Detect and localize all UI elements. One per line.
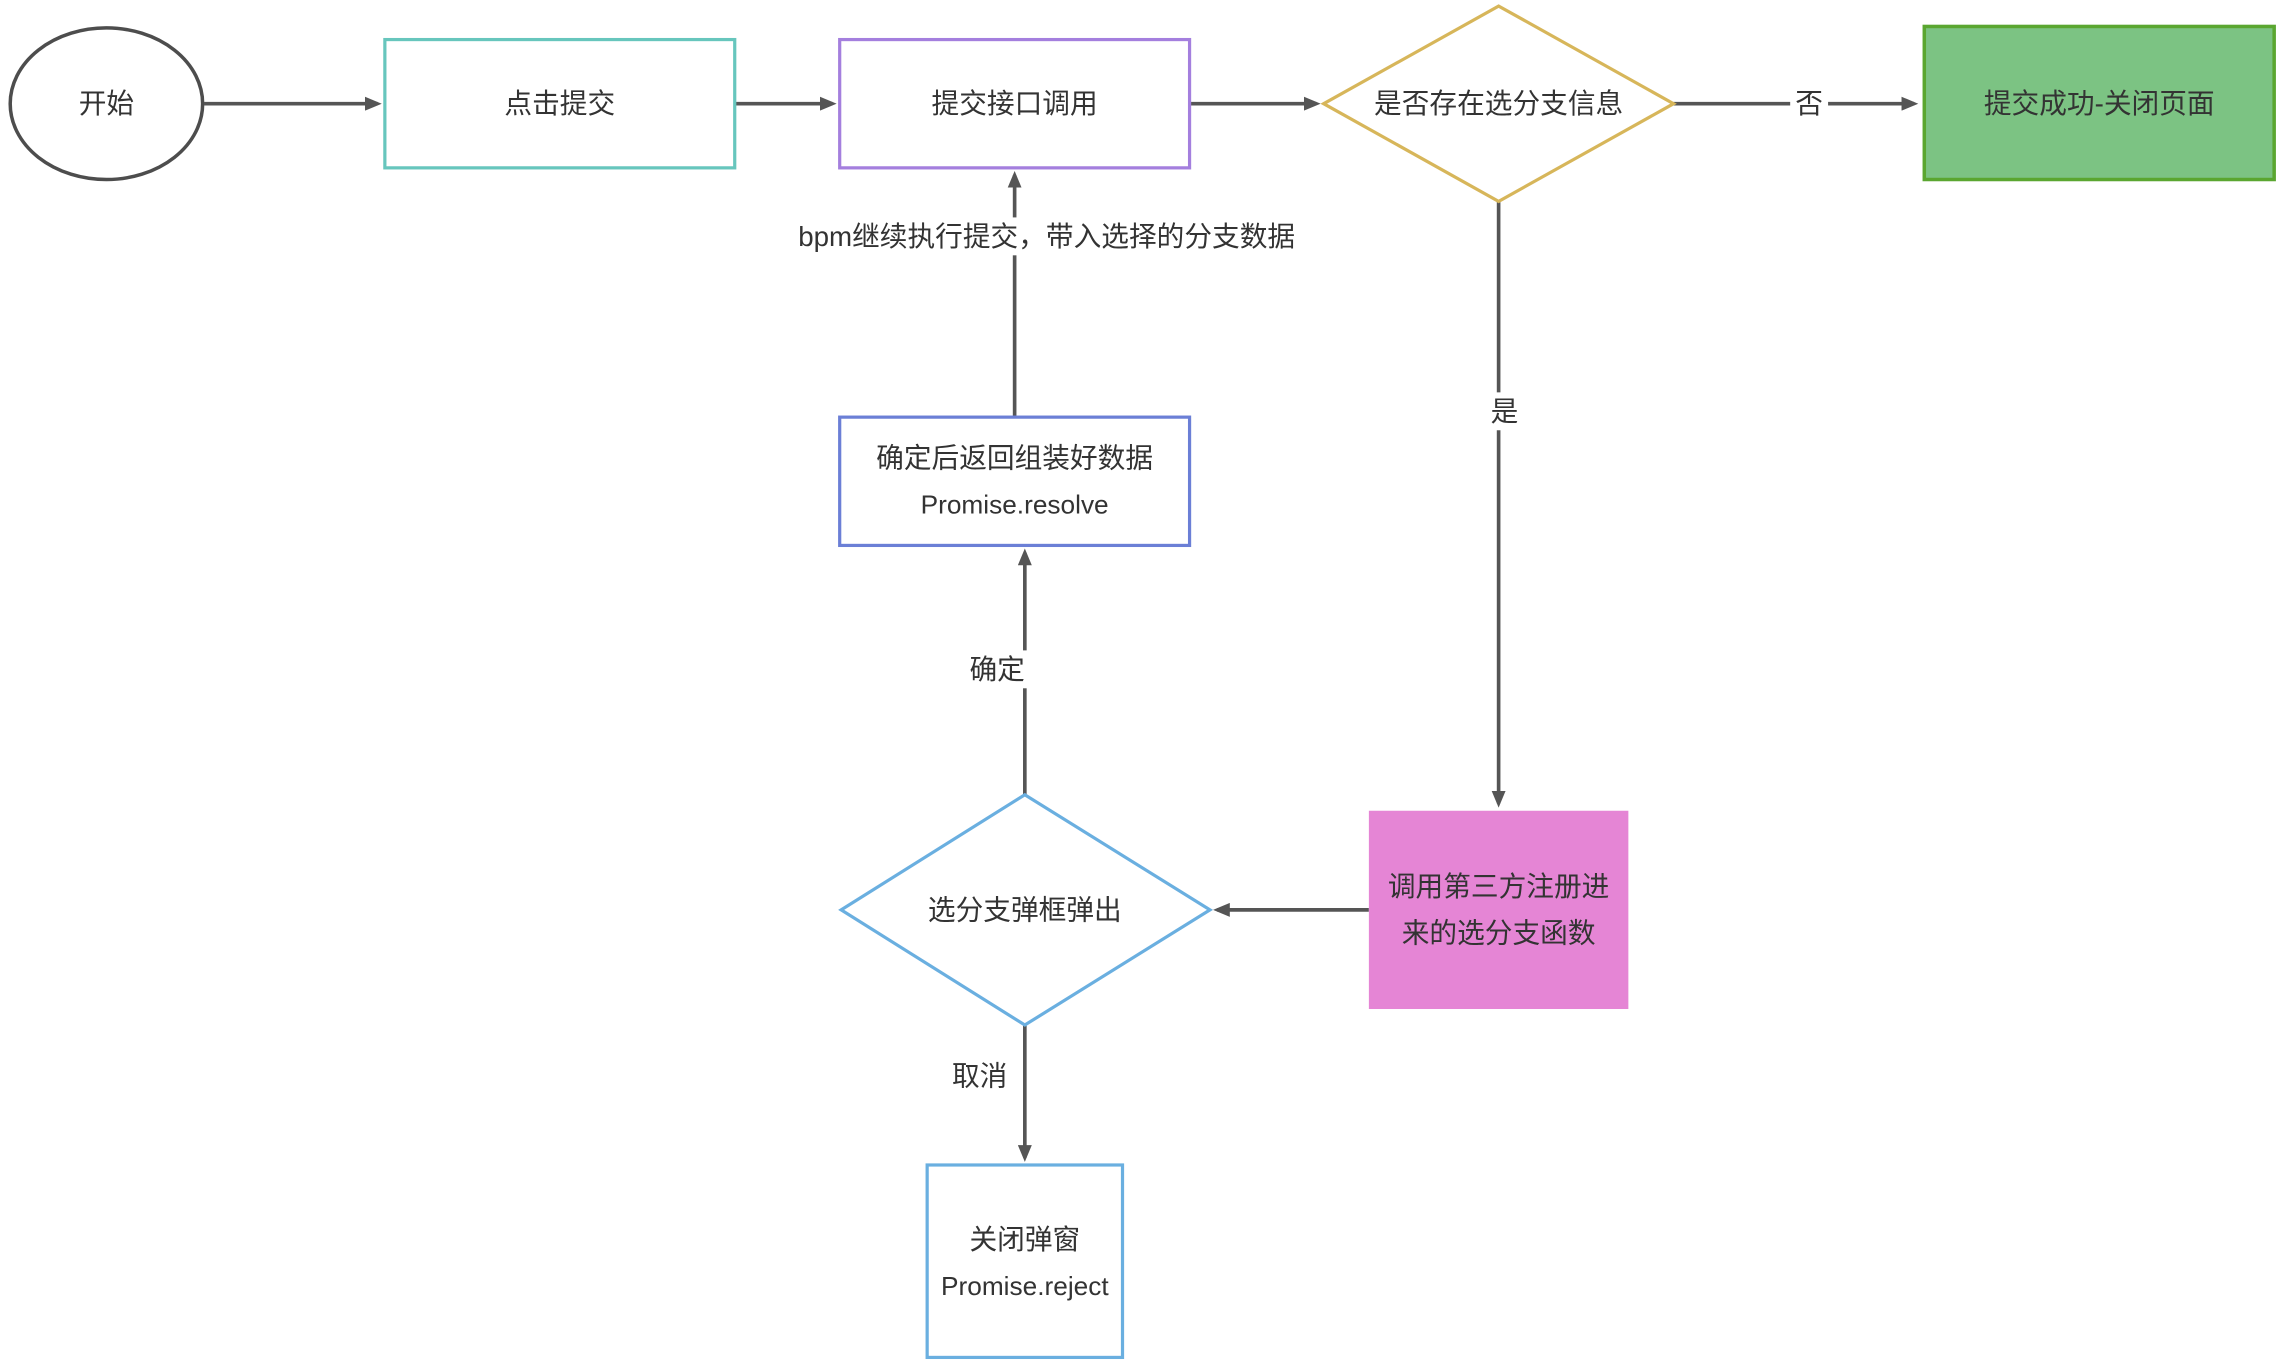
node-call-third-party-shape xyxy=(1368,810,1629,1010)
node-branch-check: 是否存在选分支信息 xyxy=(1320,4,1677,204)
node-close-dialog-label-line-2: Promise.reject xyxy=(941,1271,1109,1301)
edge-label-cancel-bg xyxy=(949,1057,1011,1096)
edge-label-continue-submit-text: bpm继续执行提交，带入选择的分支数据 xyxy=(798,221,1295,252)
node-branch-dialog: 选分支弹框弹出 xyxy=(838,792,1214,1027)
node-call-third-party-label-line-1: 调用第三方注册进 xyxy=(1388,871,1610,902)
node-submit-api-call-label: 提交接口调用 xyxy=(932,88,1098,119)
edge-label-confirm-bg xyxy=(966,650,1028,689)
node-submit-success: 提交成功-关闭页面 xyxy=(1922,24,2276,182)
node-close-dialog-label-line-1: 关闭弹窗 xyxy=(969,1224,1080,1255)
node-submit-api-call-shape xyxy=(838,37,1192,170)
node-start-label: 开始 xyxy=(79,88,134,119)
node-confirm-return-label-line-2: Promise.resolve xyxy=(921,490,1109,520)
node-start-shape xyxy=(8,26,205,182)
node-branch-check-label: 是否存在选分支信息 xyxy=(1374,88,1623,119)
node-submit-success-shape xyxy=(1922,24,2276,182)
edge-label-yes: 是 xyxy=(1485,392,1524,431)
node-branch-dialog-label: 选分支弹框弹出 xyxy=(928,894,1122,925)
node-close-dialog: 关闭弹窗 Promise.reject xyxy=(925,1163,1125,1360)
node-branch-dialog-shape xyxy=(838,792,1214,1027)
node-click-submit-shape xyxy=(383,37,737,170)
edge-label-confirm: 确定 xyxy=(966,650,1028,689)
edge-label-continue-submit-bg xyxy=(790,217,1304,256)
node-click-submit-label: 点击提交 xyxy=(504,88,615,119)
edge-label-no-bg xyxy=(1790,84,1829,123)
edge-label-yes-bg xyxy=(1485,392,1524,431)
node-confirm-return-label-line-1: 确定后返回组装好数据 xyxy=(876,442,1153,473)
node-submit-api-call: 提交接口调用 xyxy=(838,37,1192,170)
node-confirm-return-shape xyxy=(838,415,1192,548)
edge-label-yes-text: 是 xyxy=(1491,396,1519,427)
node-click-submit: 点击提交 xyxy=(383,37,737,170)
node-call-third-party: 调用第三方注册进 来的选分支函数 xyxy=(1368,810,1629,1010)
node-call-third-party-label-line-2: 来的选分支函数 xyxy=(1402,918,1596,949)
edge-label-cancel-text: 取消 xyxy=(952,1061,1007,1092)
edge-label-no-text: 否 xyxy=(1795,88,1823,119)
edge-label-confirm-text: 确定 xyxy=(969,654,1024,685)
edge-label-cancel: 取消 xyxy=(949,1057,1011,1096)
node-start: 开始 xyxy=(8,26,205,182)
edge-label-continue-submit: bpm继续执行提交，带入选择的分支数据 xyxy=(790,217,1304,256)
node-confirm-return: 确定后返回组装好数据 Promise.resolve xyxy=(838,415,1192,548)
node-branch-check-shape xyxy=(1320,4,1677,204)
node-submit-success-label: 提交成功-关闭页面 xyxy=(1984,88,2215,119)
node-close-dialog-shape xyxy=(925,1163,1125,1360)
edge-label-no: 否 xyxy=(1790,84,1829,123)
